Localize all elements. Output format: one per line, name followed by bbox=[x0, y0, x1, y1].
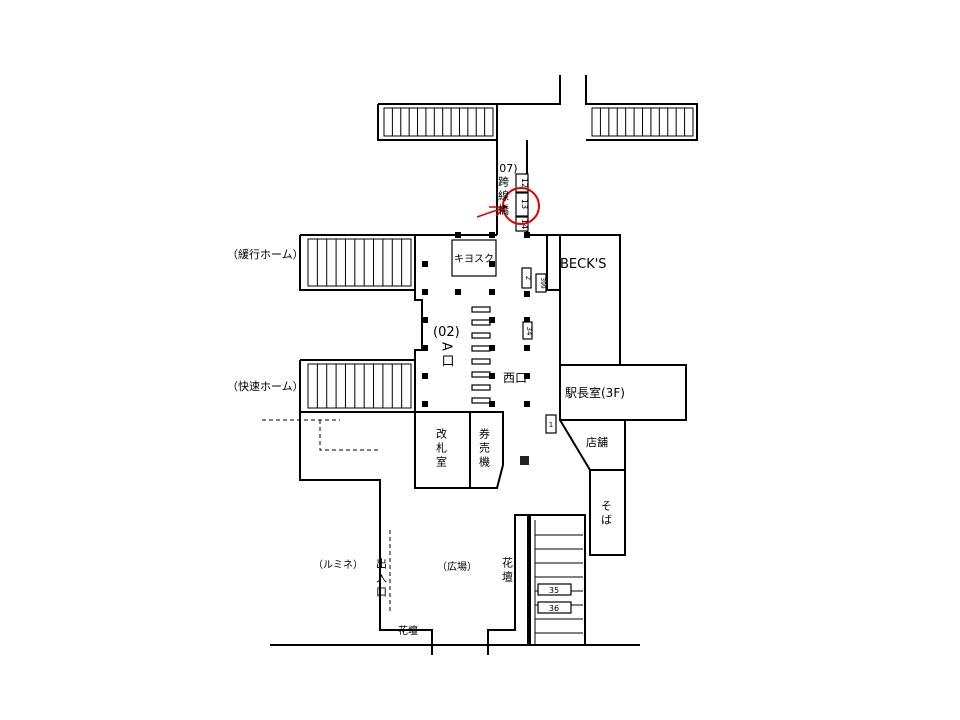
ticket-gate bbox=[471, 358, 491, 365]
flowerbed-label-2: 花壇 bbox=[398, 624, 418, 637]
red-arrow-icon bbox=[476, 206, 507, 218]
pillar bbox=[422, 373, 428, 379]
pillar bbox=[489, 373, 495, 379]
equipment-icon bbox=[520, 456, 529, 465]
ticket-gate bbox=[471, 371, 491, 378]
pillar bbox=[524, 317, 530, 323]
ticket-gate bbox=[471, 384, 491, 391]
staircase bbox=[383, 107, 494, 137]
kiosk-box bbox=[451, 239, 497, 277]
pillar bbox=[422, 401, 428, 407]
staircase bbox=[591, 107, 694, 137]
rapid-platform-label: （快速ホーム） bbox=[227, 380, 304, 393]
stationmaster-label: 駅長室(3F) bbox=[565, 385, 625, 400]
marker-1[interactable]: 1 bbox=[545, 414, 557, 434]
flowerbed-label-1: 花壇 bbox=[501, 557, 514, 585]
ticket-machines-label: 券売機 bbox=[478, 427, 491, 470]
svg-text:2: 2 bbox=[524, 276, 532, 280]
staircase bbox=[307, 363, 412, 409]
pillar bbox=[489, 401, 495, 407]
marker-2[interactable]: 2 bbox=[521, 267, 532, 289]
pillar bbox=[489, 345, 495, 351]
pillar bbox=[422, 289, 428, 295]
kiosk-label: キヨスク bbox=[454, 253, 494, 265]
staircase bbox=[307, 238, 412, 287]
lumine-label: （ルミネ） bbox=[313, 559, 363, 571]
plaza-label: （広場） bbox=[437, 560, 477, 573]
pillar bbox=[524, 345, 530, 351]
bridge-code: (07) bbox=[495, 162, 518, 175]
marker-399[interactable]: 399 bbox=[535, 273, 547, 293]
pillar bbox=[422, 345, 428, 351]
svg-text:36: 36 bbox=[549, 604, 559, 613]
pillar bbox=[524, 291, 530, 297]
pillar bbox=[455, 232, 461, 238]
pillar bbox=[524, 232, 530, 238]
entrance-label: 出入口 bbox=[375, 557, 388, 600]
stairs bbox=[307, 107, 694, 645]
svg-text:35: 35 bbox=[549, 586, 559, 595]
pillar bbox=[524, 373, 530, 379]
pillar bbox=[422, 317, 428, 323]
ticket-gate bbox=[471, 332, 491, 339]
pillar bbox=[524, 401, 530, 407]
pillar bbox=[422, 261, 428, 267]
svg-text:1: 1 bbox=[549, 421, 553, 429]
svg-text:399: 399 bbox=[539, 277, 546, 289]
marker-34[interactable]: 34 bbox=[522, 321, 533, 340]
pillar bbox=[489, 261, 495, 267]
west-exit-label: 西口 bbox=[503, 371, 527, 385]
marker-35[interactable]: 35 bbox=[537, 583, 572, 596]
pillar bbox=[489, 289, 495, 295]
svg-text:12: 12 bbox=[520, 178, 529, 188]
svg-text:34: 34 bbox=[525, 327, 533, 336]
marker-36[interactable]: 36 bbox=[537, 601, 572, 614]
pillar bbox=[489, 317, 495, 323]
ticket-gate bbox=[471, 397, 491, 404]
pillar bbox=[455, 289, 461, 295]
shop-label: 店舗 bbox=[586, 435, 608, 449]
bridge-label: 跨線橋 bbox=[497, 176, 510, 218]
ticket-gate bbox=[471, 306, 491, 313]
ticket-gate bbox=[471, 319, 491, 326]
soba-label: そば bbox=[600, 500, 613, 528]
exit-a-code: (02) bbox=[433, 325, 460, 340]
svg-text:13: 13 bbox=[520, 199, 529, 209]
becks-label: BECK'S bbox=[560, 257, 607, 272]
pillar bbox=[489, 232, 495, 238]
pillars bbox=[422, 232, 530, 407]
ticket-gates bbox=[471, 306, 491, 404]
local-platform-label: （緩行ホーム） bbox=[227, 248, 304, 261]
ticket-office-label: 改札室 bbox=[435, 427, 448, 470]
staircase bbox=[534, 520, 583, 645]
walls bbox=[270, 75, 698, 655]
ticket-gate bbox=[471, 345, 491, 352]
highlight-circle bbox=[502, 187, 540, 225]
exit-a-label: A口 bbox=[439, 342, 454, 370]
marker-13[interactable]: 13 bbox=[515, 192, 529, 217]
